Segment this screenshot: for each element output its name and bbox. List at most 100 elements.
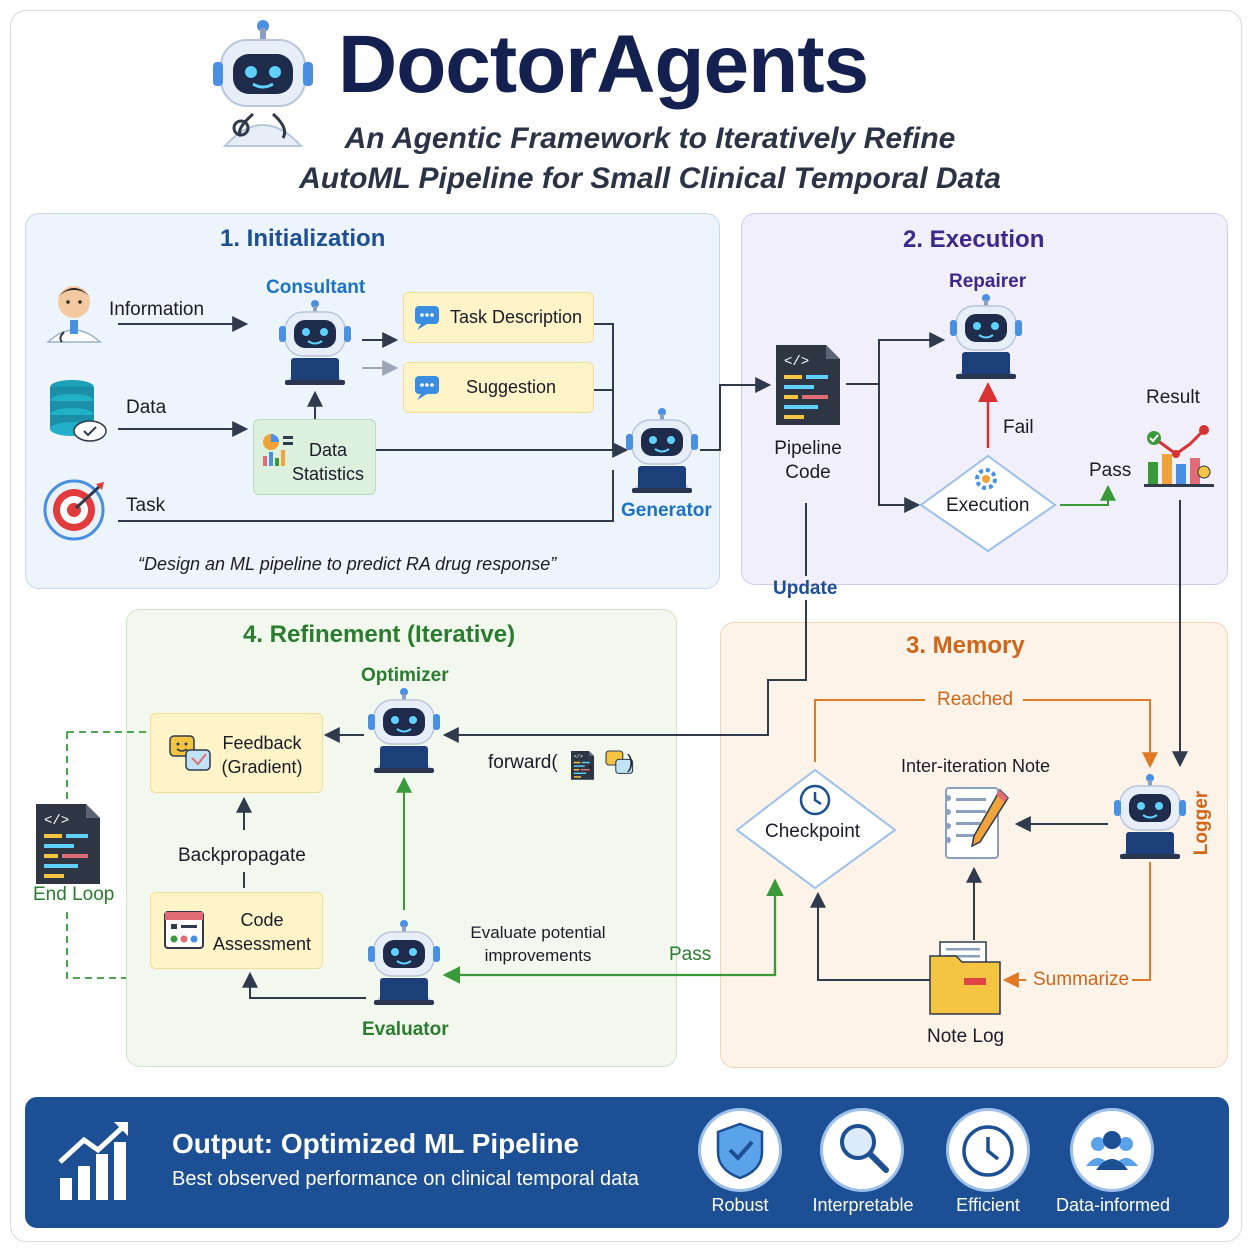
pipeline-code-icon xyxy=(776,345,840,425)
pipeline-code-line-2: Code xyxy=(785,462,831,483)
optimizer-label: Optimizer xyxy=(361,665,449,686)
memory-title: 3. Memory xyxy=(906,632,1025,659)
badge-interpretable-label: Interpretable xyxy=(812,1195,914,1215)
execution-pass-label: Pass xyxy=(1089,460,1132,481)
arrow-code-to-repairer xyxy=(846,332,946,385)
logger-label: Logger xyxy=(1191,790,1213,856)
forward-prefix: forward( xyxy=(488,752,558,773)
result-label: Result xyxy=(1146,387,1200,408)
line-checkpoint-to-reached xyxy=(814,699,925,762)
output-subtitle: Best observed performance on clinical te… xyxy=(172,1168,639,1190)
arrow-update-to-optimizer xyxy=(442,600,807,743)
note-log-folder-icon xyxy=(929,941,1001,1015)
subtitle-line-1: An Agentic Framework to Iteratively Refi… xyxy=(344,122,956,155)
arrow-generator-to-pipeline-code xyxy=(700,377,772,451)
evaluator-label: Evaluator xyxy=(362,1019,449,1040)
checkpoint-diamond xyxy=(735,768,897,890)
page-title: DoctorAgents xyxy=(338,19,869,110)
repairer-label: Repairer xyxy=(949,271,1027,292)
execution-diamond xyxy=(919,454,1057,553)
note-log-label: Note Log xyxy=(927,1026,1005,1047)
suggestion-chat-icon xyxy=(415,376,439,400)
output-bar xyxy=(25,1097,1229,1228)
line-task-description-to-generator xyxy=(594,323,614,450)
code-assessment-label: Code Assessment xyxy=(208,908,316,956)
repairer-robot-icon xyxy=(949,293,1023,380)
data-statistics-label: Data Statistics xyxy=(288,438,368,486)
badge-data-informed-label: Data-informed xyxy=(1055,1195,1171,1215)
assessment-checklist-icon xyxy=(164,911,204,949)
consultant-label: Consultant xyxy=(266,277,366,298)
forward-label: forward(,) xyxy=(488,752,633,774)
doctor-icon xyxy=(46,286,102,343)
refinement-pass-label: Pass xyxy=(669,944,712,965)
feedback-line-2: (Gradient) xyxy=(221,757,303,777)
outer-frame xyxy=(10,10,1242,1242)
arrow-pass-to-result xyxy=(1060,484,1116,506)
arrow-evaluator-to-assessment xyxy=(242,971,366,999)
badge-data-informed xyxy=(1070,1108,1154,1192)
database-icon xyxy=(50,380,107,442)
task-description-label: Task Description xyxy=(450,307,583,327)
execution-title: 2. Execution xyxy=(903,226,1045,253)
generator-label: Generator xyxy=(621,500,712,521)
data-label: Data xyxy=(126,397,167,418)
badge-efficient-label: Efficient xyxy=(956,1195,1020,1215)
code-assessment-line-1: Code xyxy=(240,910,284,930)
initialization-panel xyxy=(25,213,720,589)
suggestion-label: Suggestion xyxy=(466,377,557,397)
code-assessment-line-2: Assessment xyxy=(212,934,312,954)
target-icon xyxy=(43,479,105,541)
badge-robust-label: Robust xyxy=(711,1195,769,1215)
feedback-line-1: Feedback xyxy=(222,733,302,753)
line-logger-to-summarize xyxy=(1132,862,1151,981)
evaluate-line-2: improvements xyxy=(484,946,592,965)
forward-feedback-icon xyxy=(605,750,634,774)
end-loop-code-icon xyxy=(36,804,100,884)
inter-iteration-note-label: Inter-iteration Note xyxy=(901,756,1051,776)
optimizer-robot-icon xyxy=(367,687,441,774)
data-statistics-line-1: Data xyxy=(308,440,348,460)
badge-efficient xyxy=(946,1108,1030,1192)
subtitle-line-2: AutoML Pipeline for Small Clinical Tempo… xyxy=(299,162,1001,195)
fail-label: Fail xyxy=(1003,417,1034,438)
data-statistics-box xyxy=(253,419,376,495)
pipeline-code-line-1: Pipeline xyxy=(774,438,842,459)
evaluate-line-1: Evaluate potential xyxy=(470,923,606,942)
pipeline-code-label: Pipeline Code xyxy=(763,437,853,485)
execution-label: Execution xyxy=(946,495,1030,516)
generator-robot-icon xyxy=(625,407,699,494)
backpropagate-label: Backpropagate xyxy=(178,845,306,866)
line-task-to-generator xyxy=(118,470,614,522)
refinement-title: 4. Refinement (Iterative) xyxy=(243,621,516,648)
task-label: Task xyxy=(126,495,166,516)
example-task-quote: “Design an ML pipeline to predict RA dru… xyxy=(138,554,557,574)
output-title: Output: Optimized ML Pipeline xyxy=(172,1128,580,1159)
badge-robust xyxy=(698,1108,782,1192)
logger-robot-icon xyxy=(1113,773,1187,860)
notepad-pencil-icon xyxy=(945,787,1009,859)
statistics-chart-icon xyxy=(263,434,293,466)
gear-icon xyxy=(975,468,997,490)
checkpoint-label: Checkpoint xyxy=(765,821,861,842)
end-loop-dashed-bottom xyxy=(66,912,126,979)
result-chart-icon xyxy=(1144,425,1214,487)
task-description-chat-icon xyxy=(415,306,439,330)
summarize-label: Summarize xyxy=(1033,969,1130,990)
clock-icon xyxy=(799,784,831,816)
update-label: Update xyxy=(773,578,838,599)
forward-suffix: ) xyxy=(626,752,634,773)
consultant-robot-icon xyxy=(278,299,352,386)
evaluator-robot-icon xyxy=(367,919,441,1006)
end-loop-label: End Loop xyxy=(33,884,115,905)
arrow-reached-to-logger xyxy=(1023,699,1158,769)
initialization-title: 1. Initialization xyxy=(220,225,386,252)
data-statistics-line-2: Statistics xyxy=(291,464,365,484)
arrow-code-to-execution xyxy=(878,384,921,513)
feedback-label: Feedback (Gradient) xyxy=(216,731,308,779)
reached-label: Reached xyxy=(937,689,1014,710)
badge-interpretable xyxy=(820,1108,904,1192)
information-label: Information xyxy=(109,299,205,320)
